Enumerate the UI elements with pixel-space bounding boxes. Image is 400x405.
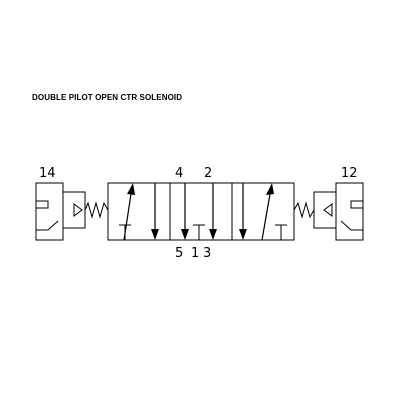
- center-right-arrow-icon: [209, 229, 217, 240]
- right-pilot-line: [350, 200, 363, 209]
- right-spring-icon: [293, 201, 315, 219]
- left-pilot-triangle-icon: [73, 203, 83, 217]
- port-label-1: 1: [191, 246, 199, 261]
- right-pilot-body: [335, 182, 364, 241]
- left-pilot-body: [35, 182, 64, 241]
- right-position: [239, 183, 287, 241]
- port-label-5: 5: [175, 246, 183, 261]
- right-pilot-triangle-icon: [323, 203, 333, 217]
- port-label-4: 4: [175, 166, 183, 181]
- port-label-12: 12: [341, 166, 358, 181]
- left-position: [119, 183, 159, 241]
- center-position: [181, 183, 217, 240]
- valve-body-outline: [107, 182, 295, 241]
- right-position-down-arrow-icon: [239, 229, 247, 240]
- right-solenoid-wedge: [340, 220, 363, 231]
- right-position-diagonal-line: [261, 193, 271, 241]
- valve-body: [107, 182, 295, 241]
- right-pilot-actuator: [293, 182, 364, 241]
- port-label-2: 2: [204, 166, 212, 181]
- diagram-title: DOUBLE PILOT OPEN CTR SOLENOID: [32, 93, 183, 102]
- left-pilot-actuator: [35, 182, 109, 241]
- left-spring-icon: [84, 201, 109, 219]
- right-position-diagonal-arrow-icon: [266, 183, 274, 195]
- port-label-14: 14: [39, 166, 56, 181]
- left-solenoid-wedge: [36, 220, 59, 231]
- left-position-diagonal-arrow-icon: [127, 183, 135, 195]
- port-label-3: 3: [203, 246, 211, 261]
- left-position-down-arrow-icon: [151, 229, 159, 240]
- left-pilot-line: [36, 200, 49, 209]
- center-left-arrow-icon: [181, 229, 189, 240]
